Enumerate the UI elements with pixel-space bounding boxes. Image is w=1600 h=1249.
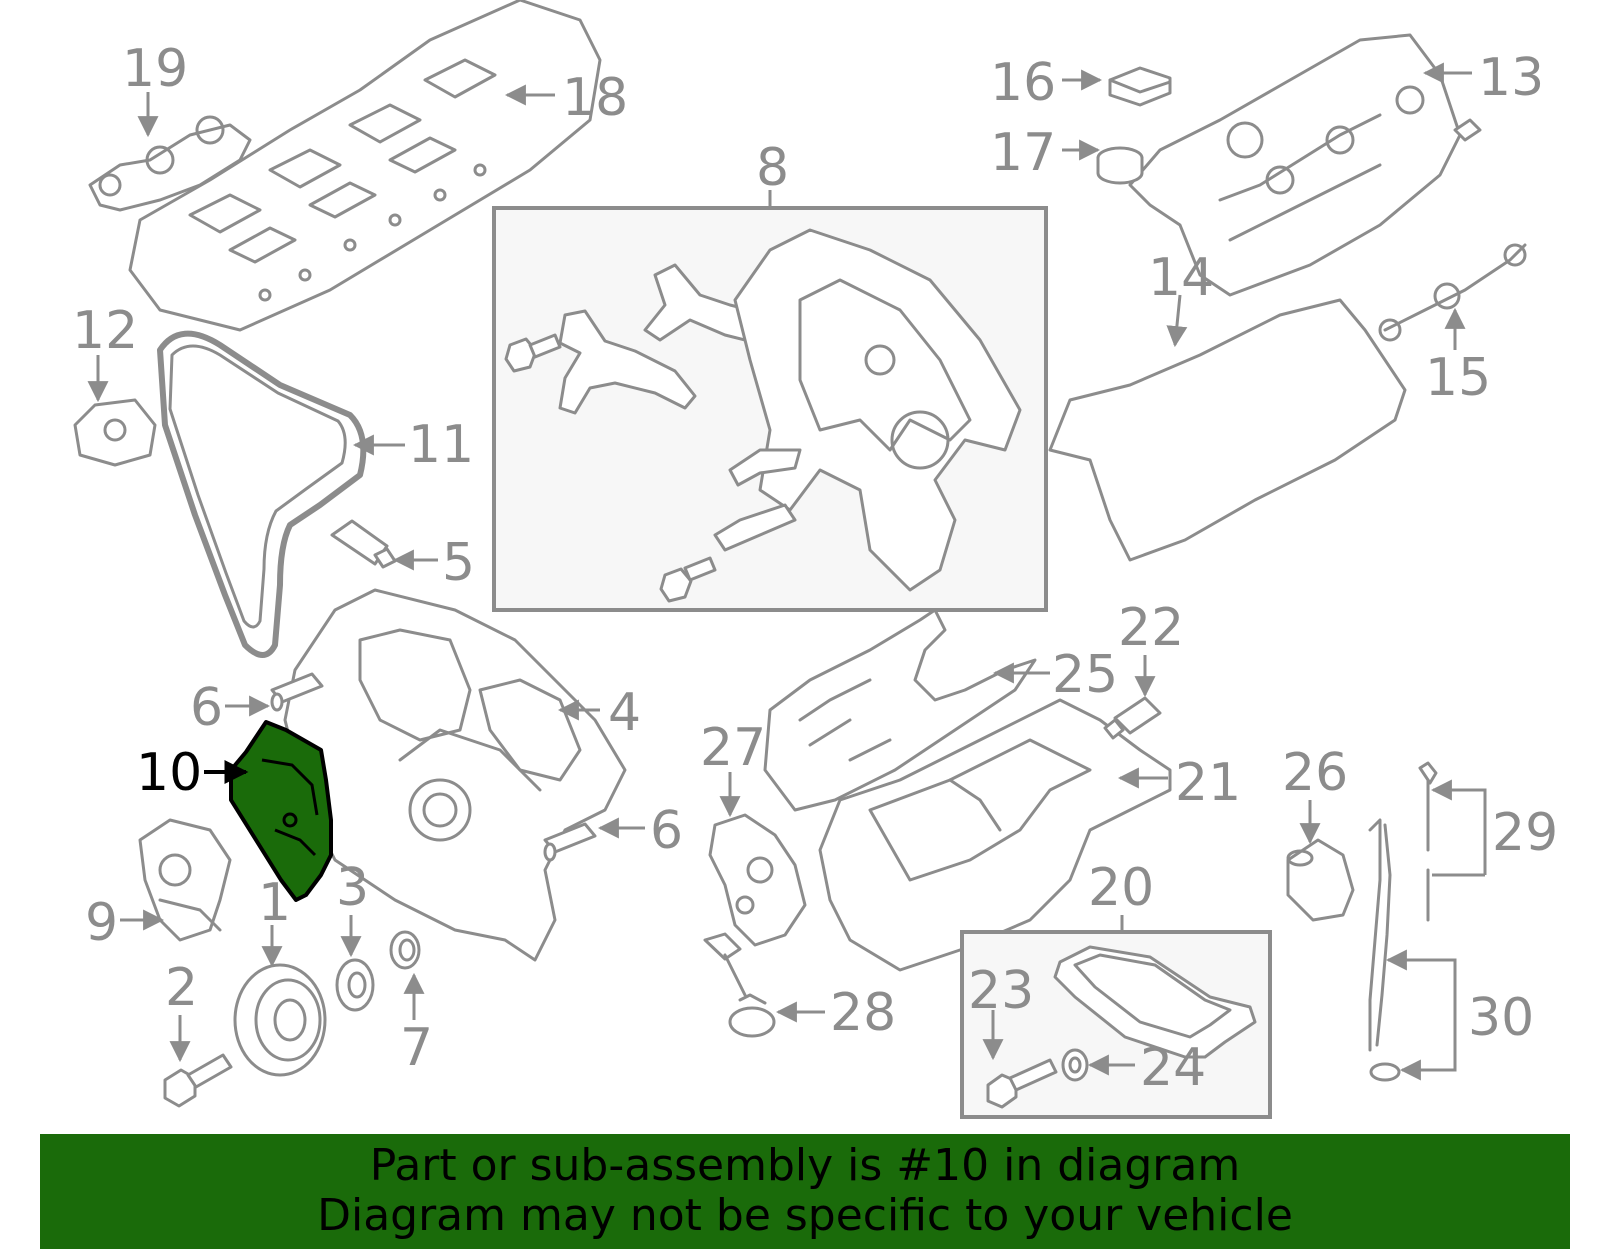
oil-filler-cap-16 [1108,66,1172,107]
callout-17: 17 [990,123,1056,183]
callout-12: 12 [72,301,138,361]
gasket-15 [1378,243,1527,342]
callout-14: 14 [1148,248,1214,308]
callout-27: 27 [700,718,766,778]
manifold-gaskets-19 [88,115,252,212]
callout-7: 7 [400,1018,433,1078]
crank-pulley-1 [233,963,327,1077]
oil-pan-gasket-20 [1053,945,1257,1059]
sprocket-3 [335,958,375,1012]
oil-filter-26 [1286,838,1355,922]
callout-11: 11 [408,415,474,475]
callout-20: 20 [1088,858,1154,918]
dowel-6-upper [270,672,324,712]
intake-manifold-18 [128,0,602,332]
callout-13: 13 [1478,48,1544,108]
callout-15: 15 [1425,348,1491,408]
callout-24: 24 [1140,1038,1206,1098]
callout-6-upper: 6 [190,678,223,738]
callout-4: 4 [608,683,641,743]
dowel-6-lower [543,822,597,862]
callout-28: 28 [830,983,896,1043]
info-banner: Part or sub-assembly is #10 in diagram D… [40,1134,1570,1249]
drain-bolt-23 [986,1058,1058,1109]
sealant-tube-5 [330,519,397,569]
callout-6-lower: 6 [650,801,683,861]
banner-line-disclaimer: Diagram may not be specific to your vehi… [317,1190,1293,1241]
callout-1: 1 [258,873,291,933]
seal-7 [389,930,421,970]
callout-2: 2 [165,958,198,1018]
seal-17 [1096,146,1144,185]
sealant-tube-22 [1103,696,1162,740]
callout-29: 29 [1492,803,1558,863]
oil-strainer-28 [703,932,776,1038]
washer-24 [1061,1048,1089,1082]
callout-26: 26 [1282,743,1348,803]
banner-line-part: Part or sub-assembly is #10 in diagram [369,1140,1241,1191]
water-pump-9 [138,818,232,942]
callout-25: 25 [1052,645,1118,705]
gasket-kit-8 [504,228,1022,603]
highlighted-part-10 [229,720,333,902]
callout-16: 16 [990,53,1056,113]
dipstick-tube-30 [1368,818,1401,1082]
callout-19: 19 [122,39,188,99]
callout-labels: 19 18 16 17 13 8 14 12 15 11 5 22 25 6 4… [72,39,1558,1098]
dipstick-29 [1418,761,1438,922]
callout-8: 8 [756,138,789,198]
callout-21: 21 [1175,753,1241,813]
callout-10: 10 [136,743,202,803]
callout-30: 30 [1468,988,1534,1048]
valve-cover-13 [1128,33,1482,297]
oil-baffle-25 [763,608,1037,812]
oil-pan-21 [818,698,1172,972]
valve-cover-gasket-14 [1048,298,1407,562]
callout-9: 9 [85,893,118,953]
bolt-2 [163,1053,233,1108]
callout-22: 22 [1118,598,1184,658]
oil-pump-27 [708,813,807,947]
timing-chain-11 [157,330,367,658]
leader-lines [87,62,1487,1081]
callout-18: 18 [562,68,628,128]
callout-3: 3 [336,858,369,918]
chain-tensioner-12 [73,398,157,467]
callout-23: 23 [968,961,1034,1021]
callout-5: 5 [442,533,475,593]
